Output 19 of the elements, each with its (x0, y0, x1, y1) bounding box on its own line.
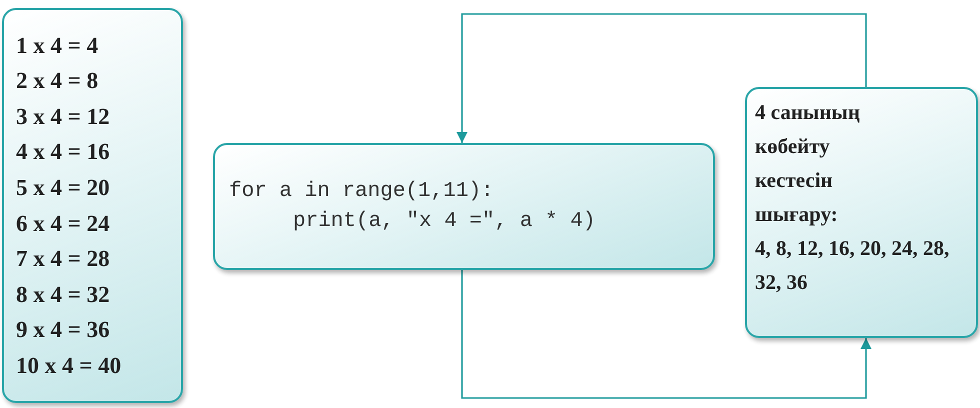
code-line: print(a, "x 4 =", a * 4) (292, 208, 596, 234)
equation-text: 3 x 4 = 12 (16, 102, 111, 131)
equation-text: 6 x 4 = 24 (16, 210, 111, 238)
equation-text: 2 x 4 = 8 (16, 67, 100, 96)
equation-text: 10 x 4 = 40 (16, 352, 122, 380)
arrow (456, 13, 867, 143)
equation-text: 4 x 4 = 16 (16, 138, 111, 166)
equation-text: 8 x 4 = 32 (16, 280, 111, 309)
equation-text: 5 x 4 = 20 (16, 174, 111, 202)
code-line: for a in range(1,11): (229, 178, 495, 204)
equation-text: 9 x 4 = 36 (16, 316, 111, 344)
description-text: 4 санының көбейту кестесін шығару: (755, 99, 861, 228)
description-card (745, 87, 978, 338)
code-box (213, 143, 715, 270)
result-card (2, 8, 183, 403)
equation-text: 7 x 4 = 28 (16, 245, 111, 274)
arrow (461, 270, 872, 399)
result-text: 4, 8, 12, 16, 20, 24, 28, 32, 36 (755, 235, 950, 296)
equation-text: 1 x 4 = 4 (16, 32, 100, 60)
